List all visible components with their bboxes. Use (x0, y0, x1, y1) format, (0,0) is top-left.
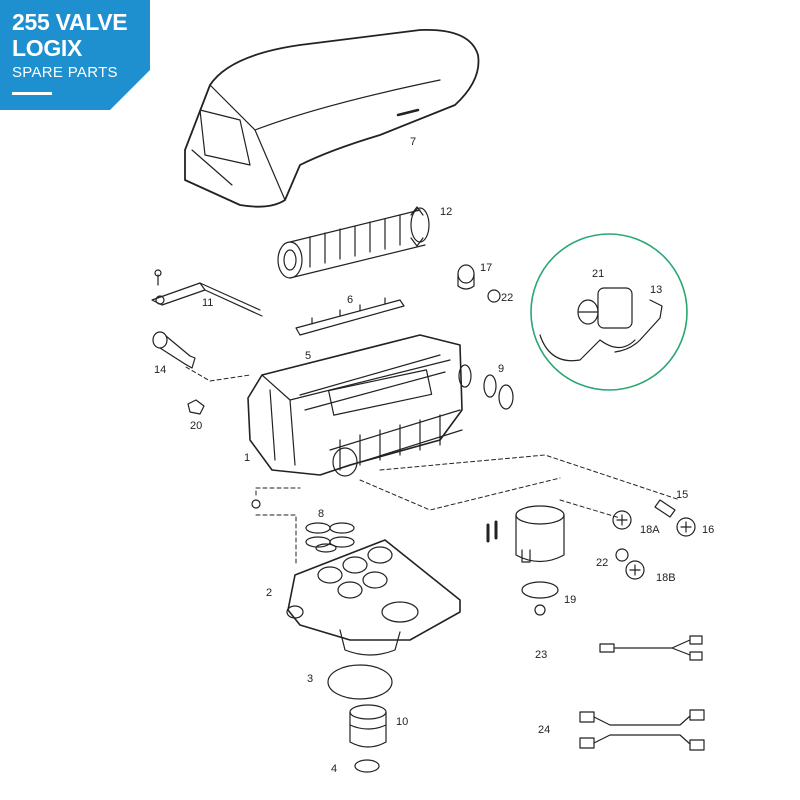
part-12-camshaft (277, 206, 430, 279)
part-22a-oring (487, 289, 501, 303)
part-label-1: 1 (244, 452, 251, 464)
part-label-18b: 18B (656, 572, 676, 584)
part-18a-plug (612, 510, 632, 530)
part-1-valve-body (247, 334, 463, 477)
part-label-6: 6 (347, 294, 354, 306)
part-label-22a: 22 (501, 292, 514, 304)
title-banner: 255 VALVE LOGIX SPARE PARTS (0, 0, 150, 110)
part-2-base (286, 539, 461, 656)
part-label-18a: 18A (640, 524, 660, 536)
part-label-13: 13 (650, 284, 663, 296)
part-11-bracket (151, 269, 263, 317)
part-label-24: 24 (538, 724, 551, 736)
part-label-22b: 22 (596, 557, 609, 569)
part-24-harness (579, 709, 705, 751)
part-label-23: 23 (535, 649, 548, 661)
part-label-5: 5 (305, 350, 312, 362)
part-10-adapter (349, 704, 387, 748)
part-label-3: 3 (307, 673, 314, 685)
part-3-oring (327, 664, 393, 700)
part-label-8: 8 (318, 508, 325, 520)
part-label-10: 10 (396, 716, 409, 728)
part-8-orings (251, 499, 355, 553)
assembly-leaders (185, 366, 681, 566)
part-13-sensor (614, 299, 663, 353)
part-7-cover (184, 29, 480, 208)
part-4-oring (354, 759, 380, 773)
part-label-9: 9 (498, 363, 505, 375)
subtitle: SPARE PARTS (12, 64, 118, 81)
part-16-cap (676, 517, 696, 537)
part-6-strip (295, 297, 405, 336)
part-label-19: 19 (564, 594, 577, 606)
part-19-cylinder (486, 505, 565, 616)
part-label-2: 2 (266, 587, 273, 599)
part-9-orings (458, 364, 514, 410)
part-label-7: 7 (410, 136, 417, 148)
title-line-2: LOGIX (12, 35, 83, 61)
part-label-20: 20 (190, 420, 203, 432)
part-22b-oring (615, 548, 629, 562)
title-line-1: 255 VALVE (12, 9, 128, 35)
part-14-injector (152, 331, 196, 369)
part-label-21: 21 (592, 268, 605, 280)
part-21-motor (539, 287, 636, 362)
part-17-gear (457, 264, 501, 303)
part-label-15: 15 (676, 489, 689, 501)
part-label-4: 4 (331, 763, 338, 775)
part-label-17: 17 (480, 262, 493, 274)
part-label-11: 11 (202, 297, 214, 309)
part-18b-plug (625, 560, 645, 580)
part-15-fitting (654, 499, 676, 518)
part-20-clip (187, 399, 205, 415)
part-23-cable (599, 635, 703, 661)
inset-circle (530, 233, 688, 391)
part-label-14: 14 (154, 364, 167, 376)
part-label-12: 12 (440, 206, 453, 218)
part-label-16: 16 (702, 524, 715, 536)
title-underline (12, 92, 52, 95)
